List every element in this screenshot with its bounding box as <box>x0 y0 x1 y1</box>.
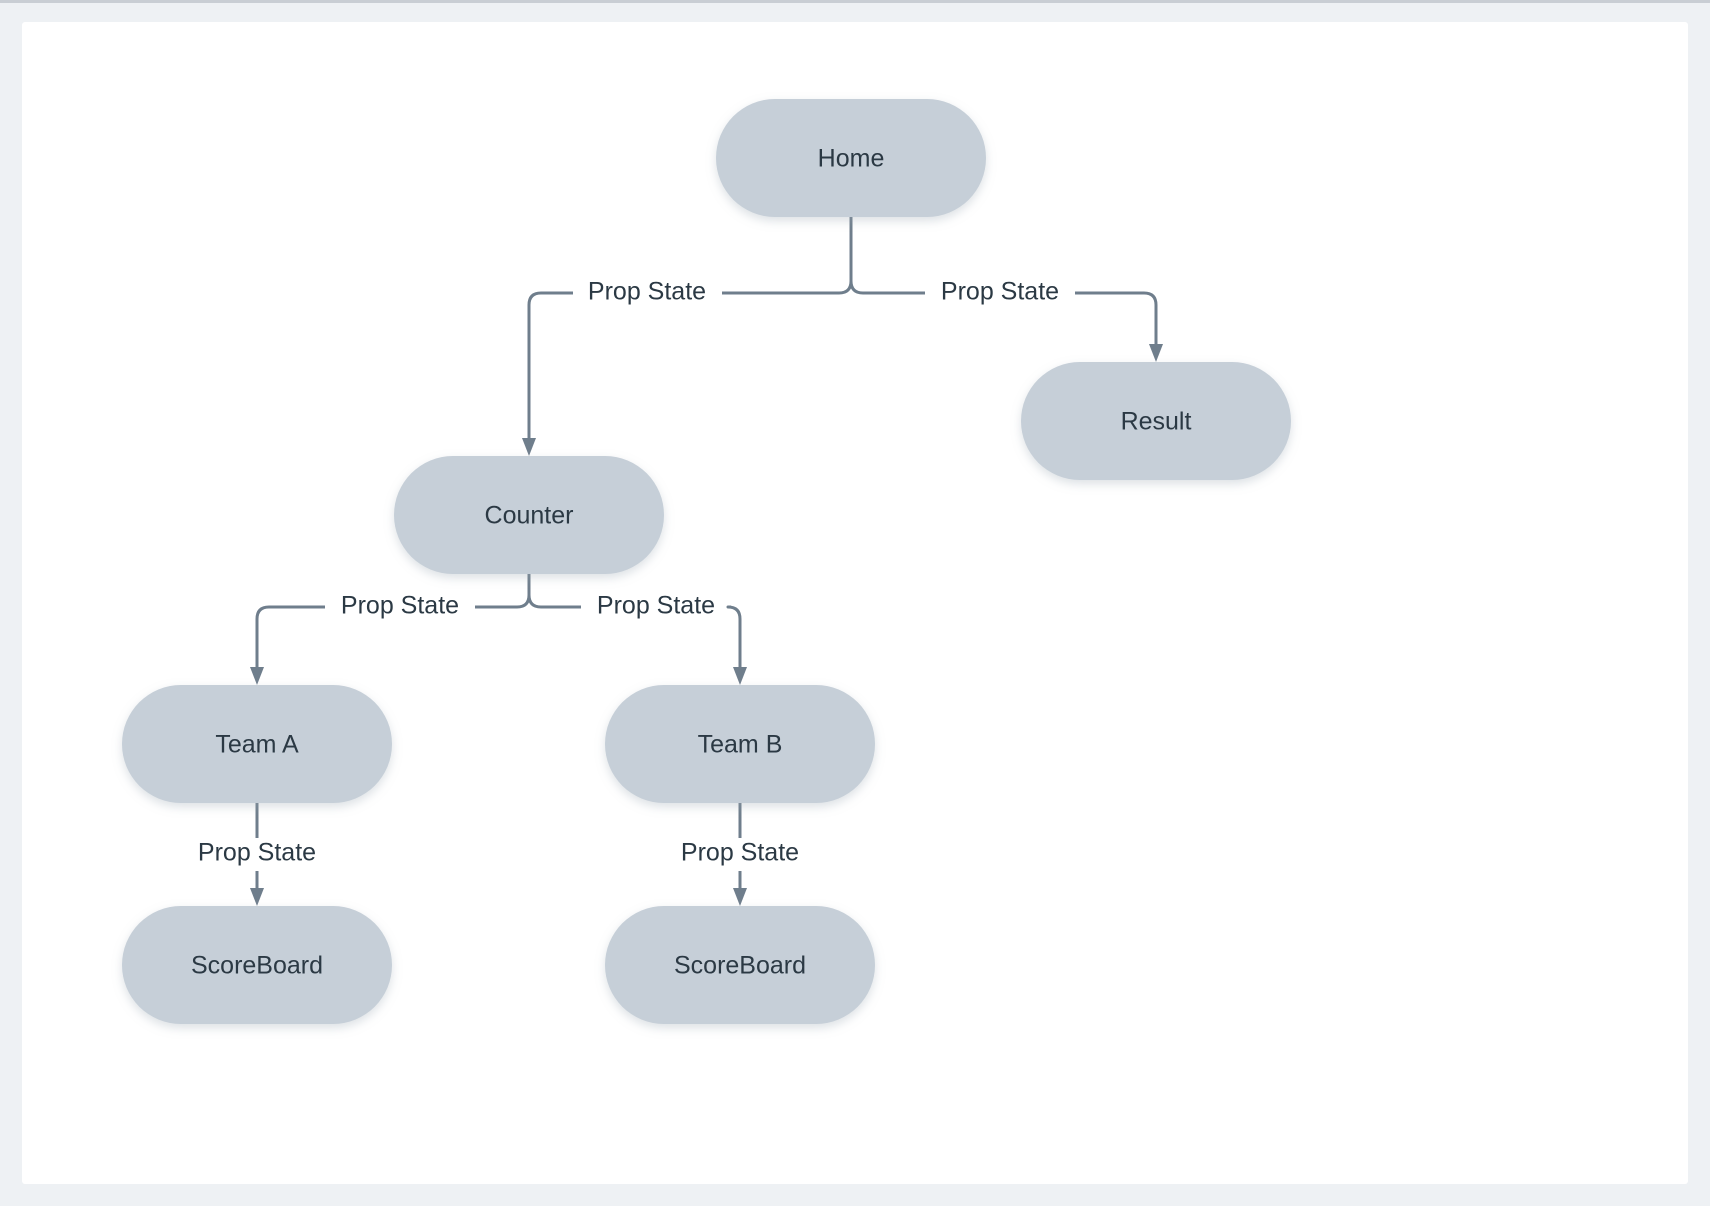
node-scoreboard-b[interactable]: ScoreBoard <box>605 906 875 1024</box>
node-scoreboard-a-label: ScoreBoard <box>191 952 323 980</box>
node-scoreboard-a[interactable]: ScoreBoard <box>122 906 392 1024</box>
node-team-a-label: Team A <box>215 731 299 759</box>
edge-counter-team-b-arrowhead <box>733 667 747 685</box>
edge-label-counter-team-a: Prop State <box>341 592 459 620</box>
edge-label-team-b-scoreboard: Prop State <box>681 839 799 867</box>
edge-counter-team-b-path-tail <box>726 605 742 668</box>
edge-home-result: Prop State <box>849 217 1163 362</box>
node-scoreboard-b-shape[interactable] <box>605 906 875 1024</box>
node-counter-shape[interactable] <box>394 456 664 574</box>
edge-label-home-counter: Prop State <box>588 278 706 306</box>
node-team-a-shape[interactable] <box>122 685 392 803</box>
node-result-label: Result <box>1121 408 1192 436</box>
flowchart-svg: Prop State Prop State Prop State <box>122 99 1291 1024</box>
node-result-shape[interactable] <box>1021 362 1291 480</box>
edge-team-b-scoreboard: Prop State <box>681 803 799 906</box>
edge-home-result-path-stub <box>849 217 925 295</box>
edge-label-counter-team-b: Prop State <box>597 592 715 620</box>
edge-home-counter: Prop State <box>522 217 853 456</box>
node-team-b-shape[interactable] <box>605 685 875 803</box>
edge-team-b-scoreboard-arrowhead <box>733 888 747 906</box>
node-counter[interactable]: Counter <box>394 456 664 574</box>
node-team-b-label: Team B <box>698 731 783 759</box>
edge-counter-team-b: Prop State <box>527 574 747 685</box>
edge-home-result-arrowhead <box>1149 344 1163 362</box>
node-scoreboard-a-shape[interactable] <box>122 906 392 1024</box>
edge-label-team-a-scoreboard: Prop State <box>198 839 316 867</box>
edge-counter-team-a-path-tail <box>255 605 325 668</box>
edge-home-result-path-tail <box>1075 291 1158 345</box>
diagram-canvas[interactable]: Prop State Prop State Prop State <box>22 22 1688 1184</box>
node-counter-label: Counter <box>485 502 574 530</box>
edge-counter-team-a: Prop State <box>250 574 531 685</box>
node-team-b[interactable]: Team B <box>605 685 875 803</box>
edge-counter-team-b-path-stub <box>527 574 581 609</box>
edge-counter-team-a-path-stub <box>475 574 531 609</box>
node-scoreboard-b-label: ScoreBoard <box>674 952 806 980</box>
edge-counter-team-a-arrowhead <box>250 667 264 685</box>
edge-home-counter-arrowhead <box>522 438 536 456</box>
edge-label-home-result: Prop State <box>941 278 1059 306</box>
edge-team-a-scoreboard-arrowhead <box>250 888 264 906</box>
window-top-divider <box>0 0 1710 3</box>
node-home-label: Home <box>818 145 885 173</box>
edge-home-counter-path-tail <box>527 291 573 439</box>
node-team-a[interactable]: Team A <box>122 685 392 803</box>
edge-team-a-scoreboard: Prop State <box>198 803 316 906</box>
node-home[interactable]: Home <box>716 99 986 217</box>
edge-home-counter-path-stub <box>722 217 853 295</box>
node-result[interactable]: Result <box>1021 362 1291 480</box>
node-home-shape[interactable] <box>716 99 986 217</box>
